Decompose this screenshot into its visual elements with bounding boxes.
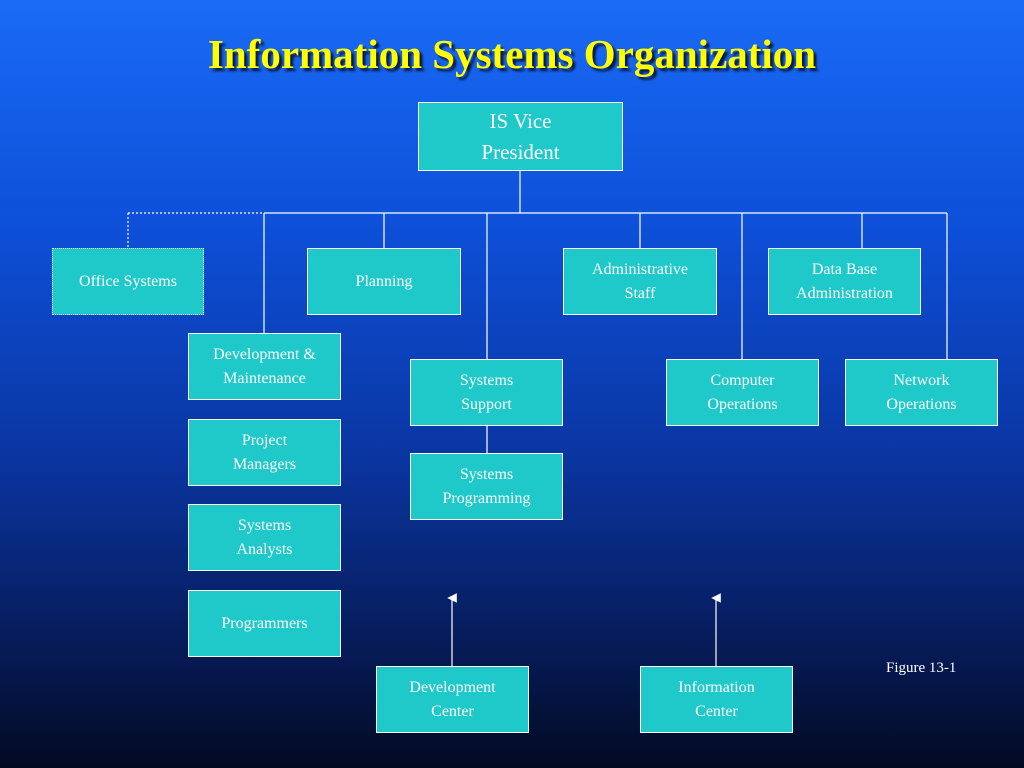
node-systems-analysts: Systems Analysts	[188, 504, 341, 571]
node-network-operations: Network Operations	[845, 359, 998, 426]
node-computer-operations: Computer Operations	[666, 359, 819, 426]
node-administrative-staff: Administrative Staff	[563, 248, 717, 315]
node-data-base-administration: Data Base Administration	[768, 248, 921, 315]
node-systems-programming: Systems Programming	[410, 453, 563, 520]
node-planning: Planning	[307, 248, 461, 315]
node-development-maintenance: Development & Maintenance	[188, 333, 341, 400]
node-systems-support: Systems Support	[410, 359, 563, 426]
figure-label: Figure 13-1	[886, 660, 957, 676]
node-is-vice-president: IS Vice President	[418, 102, 623, 171]
page-title: Information Systems Organization	[207, 31, 817, 77]
node-development-center: Development Center	[376, 666, 529, 733]
node-project-managers: Project Managers	[188, 419, 341, 486]
node-office-systems: Office Systems	[52, 248, 204, 315]
node-information-center: Information Center	[640, 666, 793, 733]
node-programmers: Programmers	[188, 590, 341, 657]
